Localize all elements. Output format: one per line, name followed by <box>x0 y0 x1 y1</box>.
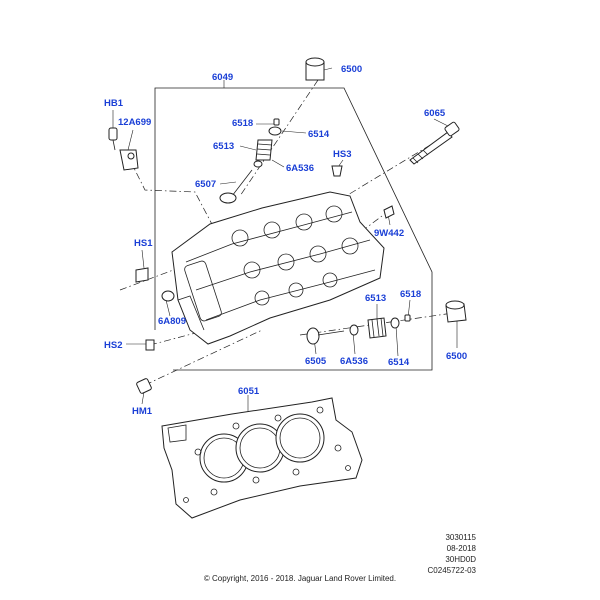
callout-hs3[interactable]: HS3 <box>333 149 352 160</box>
callout-6507[interactable]: 6507 <box>195 179 217 190</box>
valve-seal-bottom <box>349 324 359 336</box>
bolt-hs3 <box>331 165 343 177</box>
head-gasket-6051 <box>161 397 363 519</box>
reference-code: 30HD0D <box>445 555 476 564</box>
dowel-hm1 <box>136 378 152 394</box>
head-bolt-6065 <box>409 121 460 165</box>
illustration-id: C0245722-03 <box>427 566 476 575</box>
callout-6a809[interactable]: 6A809 <box>158 316 186 327</box>
sensor-12a699 <box>119 149 139 171</box>
callout-6513-right[interactable]: 6513 <box>365 293 387 304</box>
callout-12a699[interactable]: 12A699 <box>118 117 152 128</box>
centerline-hm1 <box>144 329 263 386</box>
callout-6049[interactable]: 6049 <box>212 72 234 83</box>
callout-6518-right[interactable]: 6518 <box>400 289 422 300</box>
callout-6514-top[interactable]: 6514 <box>308 129 330 140</box>
plug-6a809 <box>161 290 175 302</box>
callout-hs1[interactable]: HS1 <box>134 238 153 249</box>
valve-keeper-top <box>273 118 280 126</box>
reference-date: 08-2018 <box>446 544 476 553</box>
callout-6a536-top[interactable]: 6A536 <box>286 163 314 174</box>
callout-6051[interactable]: 6051 <box>238 386 260 397</box>
callout-6500-right[interactable]: 6500 <box>446 351 468 362</box>
centerline-valve-top <box>239 79 319 197</box>
valve-keeper-bottom <box>404 314 411 322</box>
valve-seal-top <box>253 160 263 168</box>
cylinder-head-6049 <box>171 191 385 345</box>
valve-top <box>219 169 253 204</box>
callout-6065[interactable]: 6065 <box>424 108 446 119</box>
reference-number: 3030115 <box>445 533 476 542</box>
callout-9w442[interactable]: 9W442 <box>374 228 405 239</box>
callout-6a536-bottom[interactable]: 6A536 <box>340 356 368 367</box>
valve-cap-bottom <box>390 317 400 329</box>
tappet-right <box>445 300 467 323</box>
bolt-hs1 <box>135 267 149 283</box>
plug-9w442 <box>383 205 395 219</box>
callout-6513-top[interactable]: 6513 <box>213 141 235 152</box>
valve-spring-top <box>255 139 273 161</box>
centerline-hb1 <box>129 159 216 231</box>
callout-6505[interactable]: 6505 <box>305 356 327 367</box>
copyright-notice: © Copyright, 2016 - 2018. Jaguar Land Ro… <box>203 574 397 583</box>
gasket-holes <box>183 406 351 503</box>
gasket-bores <box>199 413 325 483</box>
valve-bottom <box>306 327 345 345</box>
callout-hm1[interactable]: HM1 <box>132 406 153 417</box>
callout-6514-bottom[interactable]: 6514 <box>388 357 410 368</box>
centerline-9w442 <box>349 209 391 241</box>
valve-spring-bottom <box>367 317 387 339</box>
bolt-hs2 <box>145 339 155 351</box>
stud-hb1 <box>108 127 118 151</box>
assembly-frame <box>154 87 433 371</box>
centerline-valve-bottom <box>299 311 461 336</box>
callout-6518-top[interactable]: 6518 <box>232 118 254 129</box>
callout-hs2[interactable]: HS2 <box>104 340 123 351</box>
head-cam-bores <box>231 205 359 306</box>
callout-hb1[interactable]: HB1 <box>104 98 124 109</box>
tappet-top <box>305 57 325 81</box>
valve-cap-top <box>268 126 282 136</box>
callout-6500-top[interactable]: 6500 <box>341 64 363 75</box>
